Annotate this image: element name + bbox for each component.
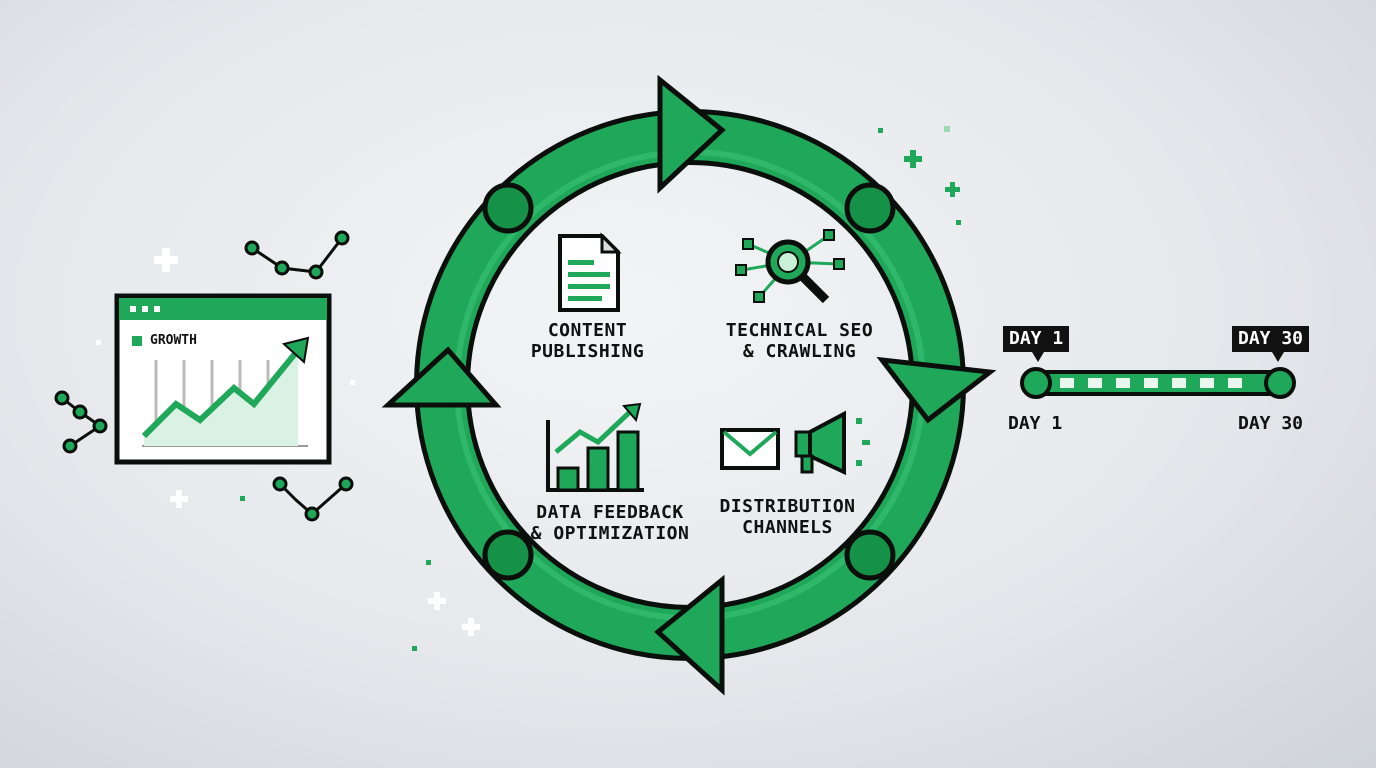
email-megaphone-icon — [720, 410, 870, 476]
arrow-head-bottom — [654, 574, 725, 696]
timeline-start-node — [1020, 367, 1052, 399]
timeline-end-label: DAY 30 — [1238, 413, 1304, 434]
step-label-line1: TECHNICAL SEO — [725, 320, 874, 341]
node-dot — [482, 182, 534, 234]
arrow-head-left — [381, 346, 502, 408]
arrow-head-top — [657, 74, 726, 194]
timeline-end-tag: DAY 30 — [1232, 326, 1310, 352]
step-distribution-channels: DISTRIBUTION CHANNELS — [710, 496, 865, 538]
step-label-line2: & OPTIMIZATION — [530, 523, 690, 544]
growth-window — [114, 293, 332, 465]
step-label-line1: CONTENT — [547, 320, 628, 341]
timeline-end-node — [1264, 367, 1296, 399]
network-decoration — [54, 230, 354, 522]
node-dot — [844, 529, 896, 581]
node-dot — [482, 529, 534, 581]
document-icon — [558, 232, 622, 312]
growth-window-title: GROWTH — [150, 333, 197, 348]
bar-chart-icon — [546, 402, 644, 492]
node-dot — [844, 182, 896, 234]
step-content-publishing: CONTENT PUBLISHING — [520, 320, 655, 362]
step-label-line1: DATA FEEDBACK — [536, 502, 684, 523]
arrow-head-right — [876, 356, 997, 424]
step-data-feedback: DATA FEEDBACK & OPTIMIZATION — [520, 502, 700, 544]
sparkle-decoration — [96, 126, 961, 651]
step-technical-seo: TECHNICAL SEO & CRAWLING — [712, 320, 887, 362]
timeline-bar — [1020, 352, 1296, 399]
magnifier-network-icon — [735, 229, 845, 304]
timeline-start-tag: DAY 1 — [1003, 326, 1070, 352]
step-label-line1: DISTRIBUTION — [719, 496, 856, 517]
step-label-line2: & CRAWLING — [742, 341, 857, 362]
step-label-line2: PUBLISHING — [530, 341, 645, 362]
step-label-line2: CHANNELS — [742, 517, 833, 538]
timeline-start-label: DAY 1 — [1008, 413, 1063, 434]
